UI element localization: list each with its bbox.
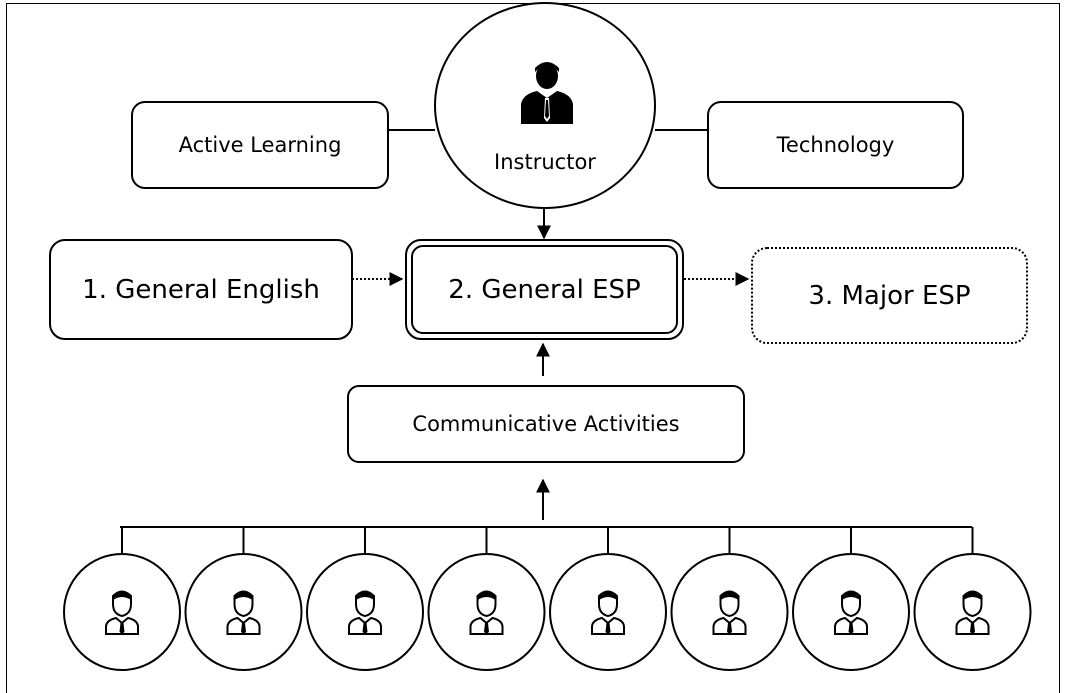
person-outline-icon [469, 590, 504, 635]
general-english-box: 1. General English [49, 239, 353, 340]
person-outline-icon [105, 590, 139, 635]
person-in-suit-icon [521, 62, 573, 124]
technology-box: Technology [707, 101, 964, 189]
person-outline-icon [712, 590, 747, 635]
student-node [63, 527, 181, 671]
active-learning-box: Active Learning [131, 101, 389, 189]
major-esp-box: 3. Major ESP [751, 247, 1028, 344]
general-esp-label: 2. General ESP [448, 274, 641, 305]
technology-label: Technology [776, 133, 895, 157]
student-node [670, 527, 789, 671]
general-english-label: 1. General English [82, 274, 320, 305]
active-learning-label: Active Learning [178, 133, 342, 157]
instructor-label: Instructor [494, 150, 596, 174]
student-node [306, 527, 424, 671]
person-outline-icon [591, 590, 625, 635]
major-esp-label: 3. Major ESP [808, 280, 971, 311]
person-outline-icon [226, 590, 261, 635]
general-esp-box: 2. General ESP [405, 239, 684, 340]
person-outline-icon [834, 590, 868, 635]
student-node [792, 527, 910, 671]
person-outline-icon [348, 590, 382, 635]
student-node [184, 527, 303, 671]
communicative-activities-label: Communicative Activities [412, 412, 680, 436]
instructor-node: Instructor [434, 2, 656, 209]
student-node [427, 527, 546, 671]
communicative-activities-box: Communicative Activities [347, 385, 745, 463]
student-node [549, 527, 667, 671]
person-outline-icon [955, 590, 990, 635]
student-node [913, 527, 1032, 671]
